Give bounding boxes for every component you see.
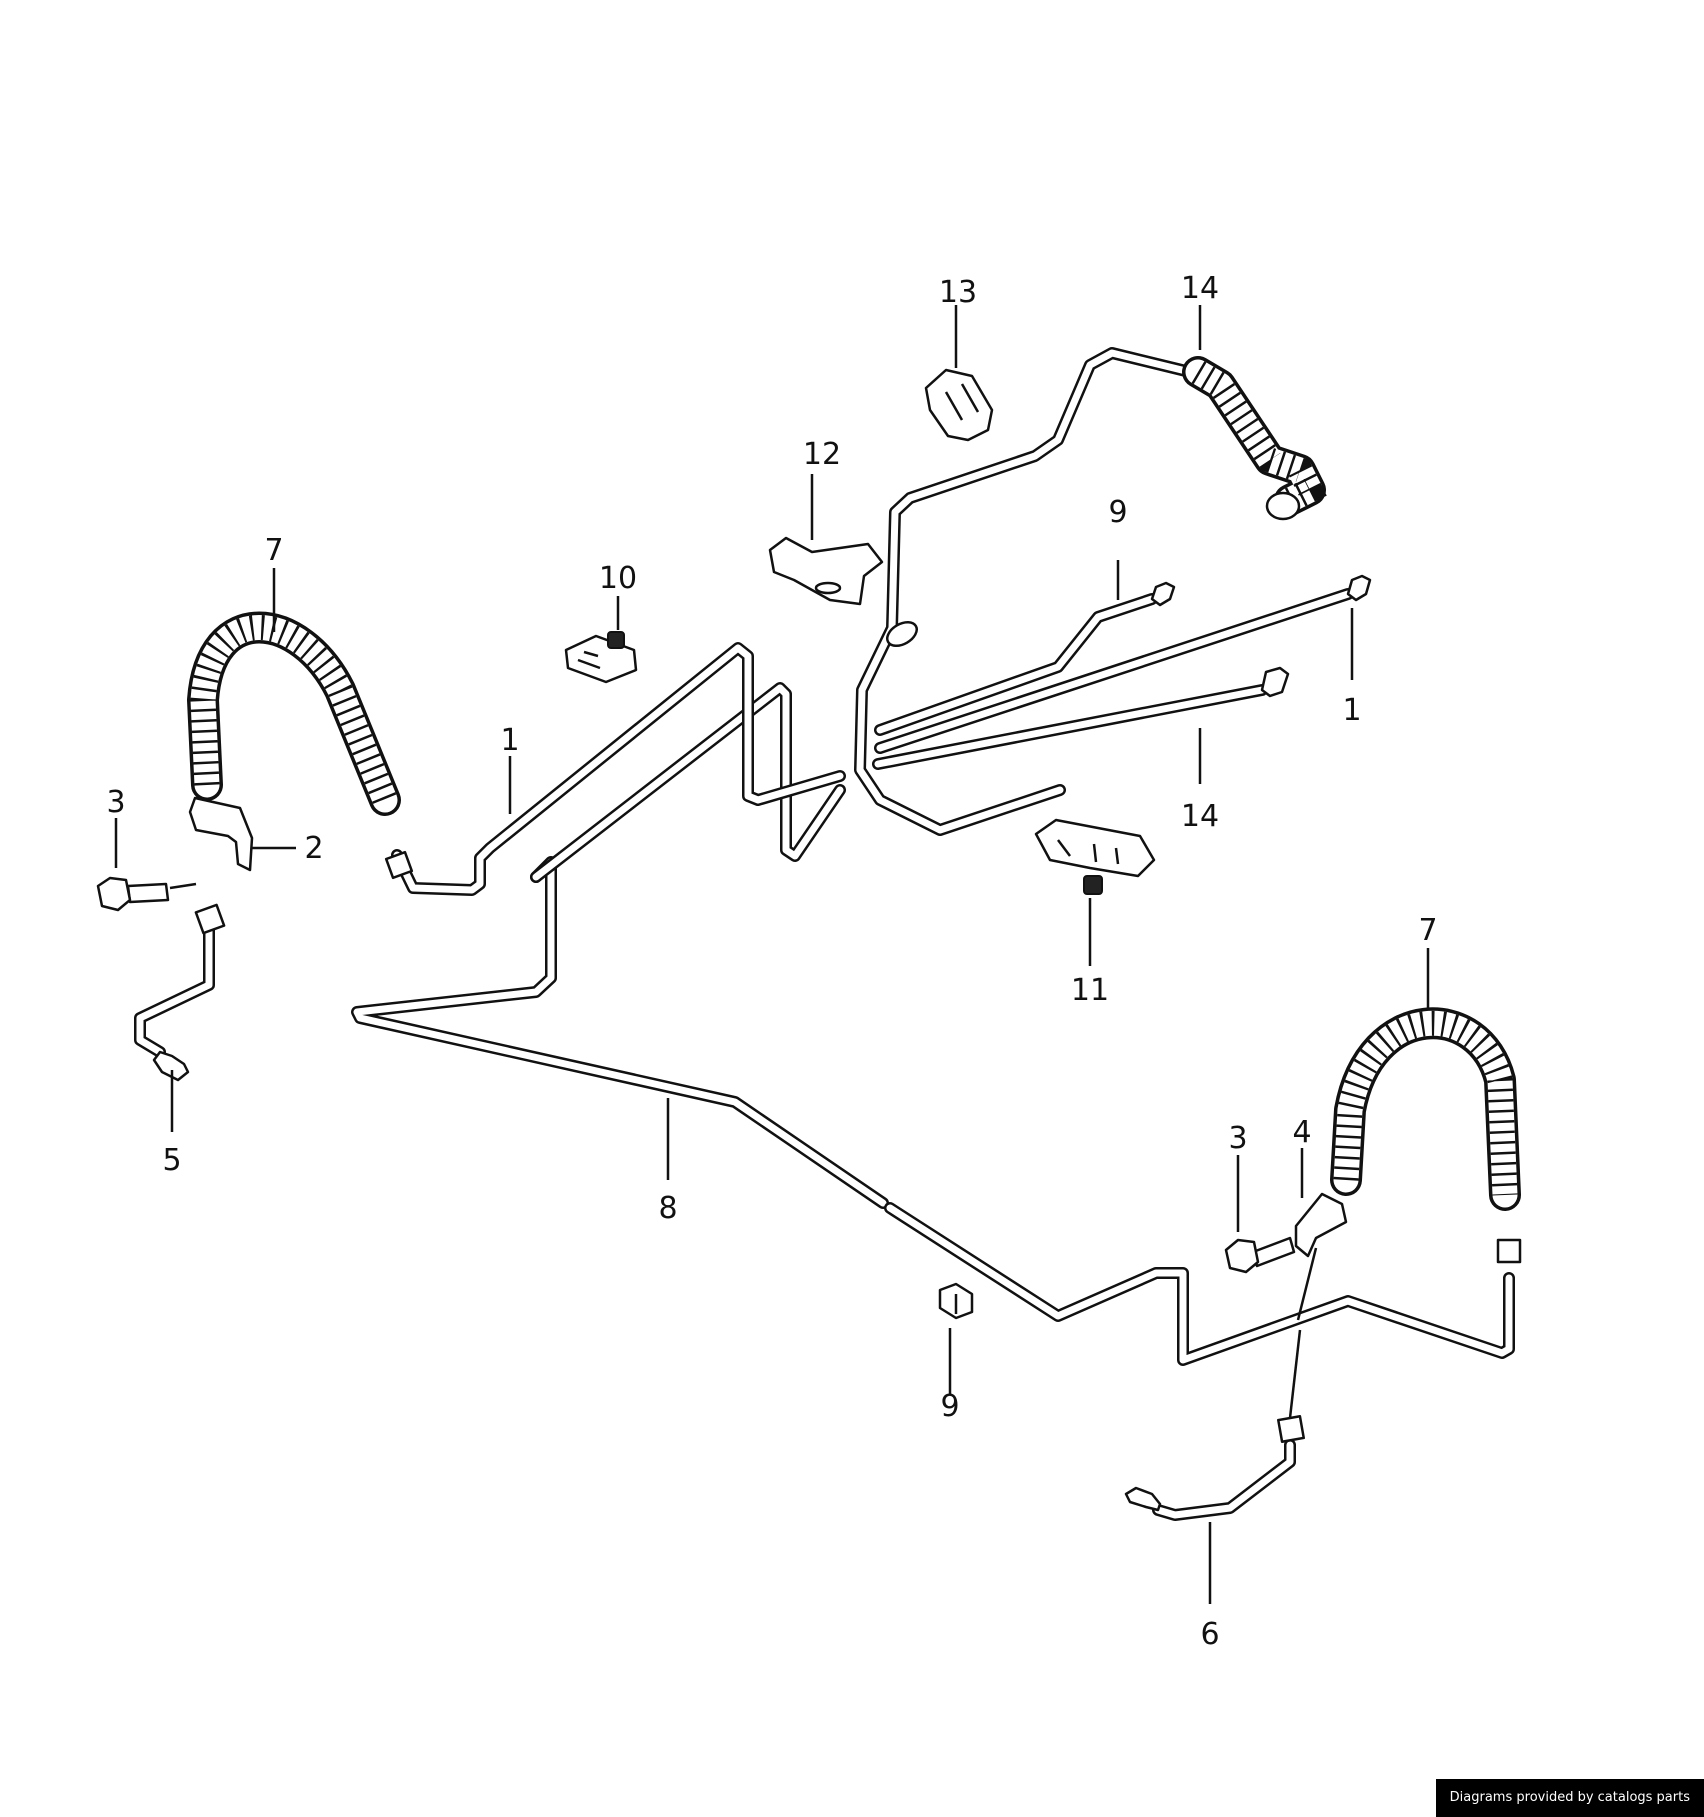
brake-pipe-1-right [854, 347, 1354, 836]
holder-12 [768, 536, 884, 606]
callout-5: 5 [162, 1143, 181, 1178]
callout-11: 11 [1071, 973, 1109, 1008]
callout-14-lower: 14 [1181, 799, 1219, 834]
bracket-2 [188, 796, 254, 872]
callout-7-left: 7 [264, 533, 283, 568]
holder-13 [924, 368, 994, 442]
pipe-end-fitting-14 [1260, 666, 1290, 698]
bleeder-fitting-6 [1124, 1486, 1162, 1512]
bolt-3-right [1224, 1236, 1296, 1274]
callout-labels: 1 1 2 3 3 4 5 6 7 7 8 9 9 10 11 12 13 14… [106, 271, 1437, 1652]
pipe-end-fitting-9 [1150, 581, 1176, 607]
hose-end-fitting-14 [1265, 491, 1301, 521]
callout-3-left: 3 [106, 785, 125, 820]
brake-hose-14-upper [1182, 356, 1327, 521]
brake-pipe-5 [134, 919, 215, 1058]
callout-8: 8 [658, 1191, 677, 1226]
brake-pipes [134, 347, 1515, 1521]
brake-hose-7-right [1330, 1007, 1521, 1211]
bleeder-fitting-5 [152, 1050, 190, 1082]
brake-hose-7-left [187, 611, 401, 816]
brake-pipe-6 [1152, 1439, 1296, 1521]
callout-1-left: 1 [500, 723, 519, 758]
callout-6: 6 [1200, 1617, 1219, 1652]
callout-3-right: 3 [1228, 1121, 1247, 1156]
callout-7-right: 7 [1418, 913, 1437, 948]
bracket-4 [1294, 1192, 1348, 1258]
callout-9-upper: 9 [1108, 495, 1127, 530]
bolt-3-left [96, 876, 170, 912]
callout-1-right: 1 [1342, 693, 1361, 728]
union-nut-6 [1277, 1415, 1305, 1443]
leader-lines [114, 305, 1430, 1604]
small-parts [96, 368, 1348, 1320]
pipe-clip-ring [886, 620, 918, 648]
callout-12: 12 [803, 437, 841, 472]
clip-9-lower [938, 1282, 974, 1320]
callout-9-lower: 9 [940, 1389, 959, 1424]
pipe-end-fitting-1 [1346, 574, 1372, 602]
brake-hoses [187, 356, 1521, 1211]
holder-11 [1034, 818, 1156, 895]
union-nut-right-rear [1496, 1238, 1522, 1264]
brake-pipe-8 [351, 682, 1515, 1366]
callout-2: 2 [304, 831, 323, 866]
pipe-fittings [152, 574, 1522, 1512]
union-nut-5 [194, 903, 226, 935]
callout-13: 13 [939, 275, 977, 310]
callout-4: 4 [1292, 1115, 1311, 1150]
brake-pipe-1-left [391, 642, 846, 896]
callout-10: 10 [599, 561, 637, 596]
union-nut-left [384, 850, 414, 880]
holder-10 [564, 631, 638, 684]
callout-14-upper: 14 [1181, 271, 1219, 306]
diagram-credit-banner: Diagrams provided by catalogs parts [1435, 1779, 1704, 1817]
